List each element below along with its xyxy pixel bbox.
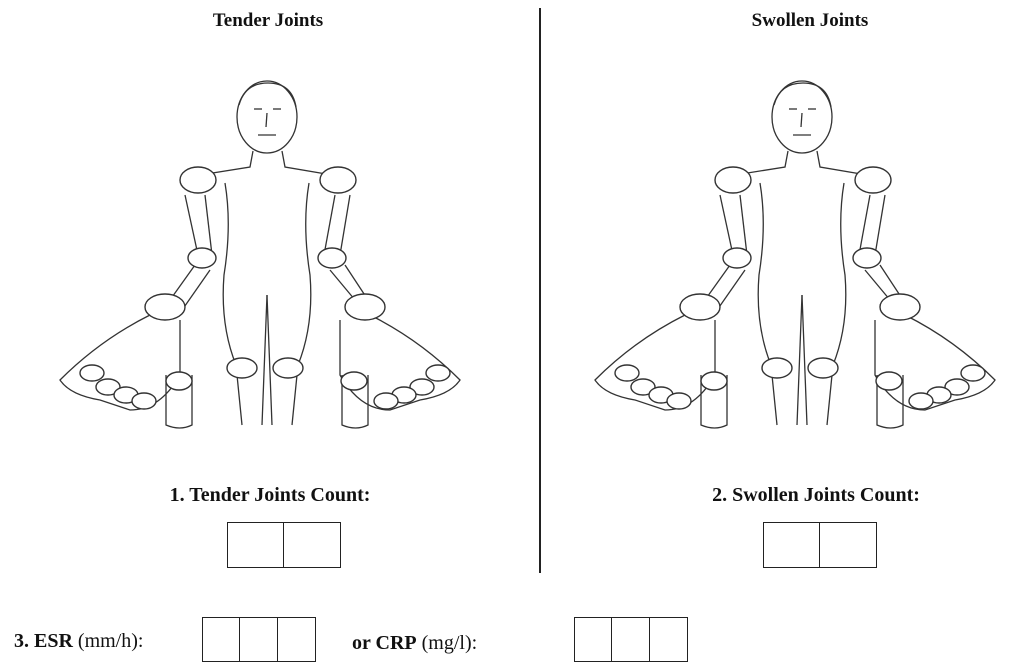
esr-unit: (mm/h): [78,630,144,652]
esr-input[interactable] [202,617,316,662]
panel-divider [539,8,541,573]
human-body-outline [595,81,995,428]
swollen-joints-count-label: 2. Swollen Joints Count: [666,484,966,507]
esr-digit-2[interactable] [240,617,278,662]
tender-joints-count-input[interactable] [227,522,341,568]
joint-left-thumb[interactable] [166,372,192,390]
joint-left-hand-mcp[interactable] [80,365,104,381]
swollen-count-digit-2[interactable] [820,522,877,568]
esr-label-text: 3. ESR [14,630,73,652]
joint-right-shoulder[interactable] [855,167,891,193]
esr-digit-3[interactable] [278,617,316,662]
crp-unit: (mg/l): [422,632,478,654]
crp-digit-3[interactable] [650,617,688,662]
joint-left-thumb[interactable] [701,372,727,390]
joint-right-hand-mcp[interactable] [961,365,985,381]
swollen-joints-body-diagram [575,75,1020,445]
crp-digit-1[interactable] [574,617,612,662]
joint-left-knee[interactable] [762,358,792,378]
esr-digit-1[interactable] [202,617,240,662]
joint-left-wrist[interactable] [145,294,185,320]
swollen-count-digit-1[interactable] [763,522,820,568]
joint-right-thumb[interactable] [876,372,902,390]
tender-joints-heading: Tender Joints [168,10,368,32]
swollen-joints-heading: Swollen Joints [710,10,910,32]
crp-label: or CRP (mg/l): [352,632,477,655]
joint-right-hand-mcp[interactable] [374,393,398,409]
joint-left-elbow[interactable] [188,248,216,268]
crp-input[interactable] [574,617,688,662]
joint-left-elbow[interactable] [723,248,751,268]
human-body-outline [60,81,460,428]
joint-left-wrist[interactable] [680,294,720,320]
tender-joints-count-label: 1. Tender Joints Count: [135,484,405,507]
joint-right-knee[interactable] [808,358,838,378]
joint-left-shoulder[interactable] [715,167,751,193]
joint-right-knee[interactable] [273,358,303,378]
joint-left-shoulder[interactable] [180,167,216,193]
joint-right-thumb[interactable] [341,372,367,390]
joint-left-hand-mcp[interactable] [132,393,156,409]
crp-label-text: or CRP [352,632,417,654]
tender-joints-body-diagram [40,75,500,445]
swollen-joints-count-input[interactable] [763,522,877,568]
joint-right-elbow[interactable] [318,248,346,268]
joint-right-hand-mcp[interactable] [426,365,450,381]
joint-right-wrist[interactable] [345,294,385,320]
joint-right-hand-mcp[interactable] [909,393,933,409]
crp-digit-2[interactable] [612,617,650,662]
esr-label: 3. ESR (mm/h): [14,630,143,653]
tender-count-digit-2[interactable] [284,522,341,568]
joint-right-wrist[interactable] [880,294,920,320]
tender-count-digit-1[interactable] [227,522,284,568]
joint-right-shoulder[interactable] [320,167,356,193]
joint-left-knee[interactable] [227,358,257,378]
joint-left-hand-mcp[interactable] [667,393,691,409]
joint-left-hand-mcp[interactable] [615,365,639,381]
joint-right-elbow[interactable] [853,248,881,268]
